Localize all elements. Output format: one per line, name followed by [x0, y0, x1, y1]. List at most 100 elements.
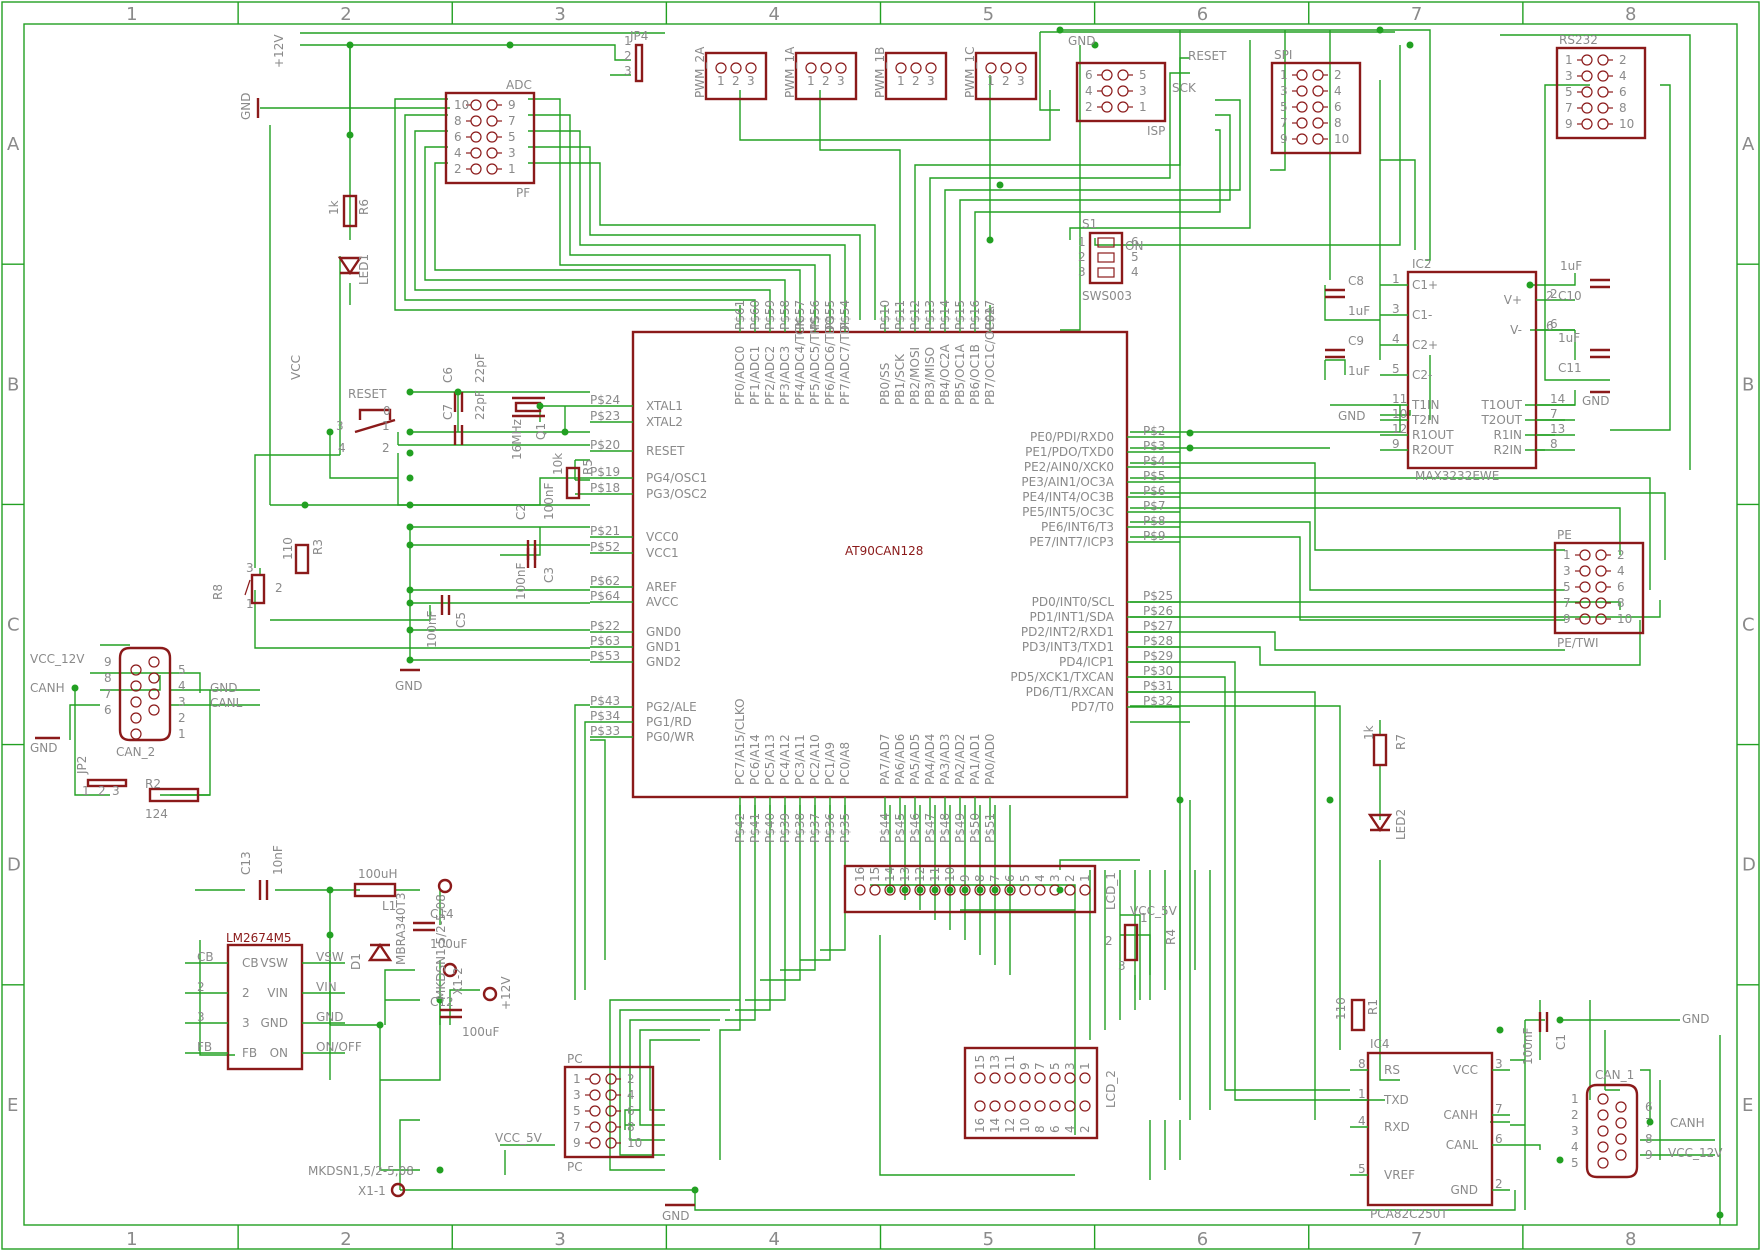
mcu-right-pad: P$28 — [1143, 634, 1173, 648]
rs232-pin-right: 10 — [1619, 117, 1634, 131]
spi-pin-right: 8 — [1334, 116, 1342, 130]
pca-right-pin-name: GND — [1450, 1183, 1478, 1197]
lm-outer-left: FB — [197, 1040, 212, 1054]
mcu-left-pin-name: VCC1 — [646, 546, 679, 560]
r1-label: R1 — [1366, 999, 1380, 1015]
rs232-pin-left: 7 — [1565, 101, 1573, 115]
c14-value: 100uF — [430, 937, 468, 951]
lcd2-label: LCD_2 — [1104, 1070, 1118, 1108]
mcu-right-pad: P$32 — [1143, 694, 1173, 708]
jp2-pin3: 3 — [112, 784, 120, 798]
c1-label: C1 — [1554, 1034, 1568, 1050]
mcu-bottom-pin-name: PA0/AD0 — [983, 734, 997, 785]
mcu-bottom-pin-name: PC6/A14 — [748, 734, 762, 785]
can2-label: CAN_2 — [116, 745, 155, 759]
c11-label: C11 — [1558, 361, 1582, 375]
max-right-pin-name: R2IN — [1494, 443, 1523, 457]
mcu-right-pad: P$27 — [1143, 619, 1173, 633]
pca-right-pin-num: 2 — [1495, 1177, 1503, 1191]
p12v-label: +12V — [499, 976, 513, 1010]
lm-inner-right: GND — [260, 1016, 288, 1030]
mcu-bottom-pin-name: PA2/AD2 — [953, 734, 967, 785]
lm-inner-right: ON — [270, 1046, 288, 1060]
mcu-left-pad: P$53 — [590, 649, 620, 663]
frame-row-label-right: A — [1742, 134, 1755, 155]
r7-value: 1k — [1362, 725, 1376, 740]
mcu-top-pad: P$61 — [733, 300, 747, 330]
frame-col-label-top: 8 — [1625, 4, 1636, 25]
mcu-left-pad: P$52 — [590, 540, 620, 554]
max-left-pin-num: 12 — [1392, 422, 1407, 436]
mcu-top-pad: P$60 — [748, 300, 762, 330]
frame-row-label-left: C — [7, 615, 20, 636]
jp4-pin2: 2 — [624, 49, 632, 63]
mcu-right-pad: P$30 — [1143, 664, 1173, 678]
adc-pin-right: 1 — [508, 162, 516, 176]
pc-pin-left: 1 — [573, 1072, 581, 1086]
mcu-right-pad: P$7 — [1143, 499, 1166, 513]
mcu-top-pin-name: PF7/ADC7/TDI — [838, 322, 852, 405]
frame-row-label-right: C — [1742, 615, 1755, 636]
pca-right-pin-num: 6 — [1495, 1132, 1503, 1146]
mcu-top-pad: P$11 — [893, 300, 907, 330]
mcu-right-pin-name: PE7/INT7/ICP3 — [1029, 535, 1114, 549]
r7-label: R7 — [1394, 734, 1408, 750]
mcu-top-pad: P$56 — [808, 300, 822, 330]
frame-col-label-bottom: 7 — [1411, 1229, 1422, 1250]
max-right-pin-num: 8 — [1550, 437, 1558, 451]
pca-left-pin-num: 1 — [1358, 1087, 1366, 1101]
jp2-pin1: 1 — [82, 784, 90, 798]
gnd-bottom: GND — [662, 1209, 690, 1223]
gnd-max: GND — [1582, 394, 1610, 408]
mkdsn-label-bottom: MKDSN1,5/2-5,08 — [308, 1164, 414, 1178]
pca-left-pin-name: RS — [1384, 1063, 1400, 1077]
frame-col-label-top: 2 — [340, 4, 351, 25]
r4-label: R4 — [1164, 929, 1178, 945]
lcd1-label: LCD_1 — [1104, 872, 1118, 910]
frame-col-label-top: 1 — [126, 4, 137, 25]
can1-pin-left: 3 — [1571, 1124, 1579, 1138]
c5-value: 100nF — [425, 610, 439, 648]
pc-pin-right: 4 — [627, 1088, 635, 1102]
frame-col-label-top: 6 — [1197, 4, 1208, 25]
pca-left-pin-num: 5 — [1358, 1162, 1366, 1176]
pca-right-pin-name: CANL — [1446, 1138, 1479, 1152]
can1-label: CAN_1 — [1595, 1068, 1634, 1082]
mcu-right-pin-name: PD6/T1/RXCAN — [1026, 685, 1114, 699]
lcd1-pin: 15 — [868, 867, 882, 882]
lcd1-pin: 4 — [1033, 874, 1047, 882]
adc-pin-right: 7 — [508, 114, 516, 128]
pe-pin-right: 2 — [1617, 548, 1625, 562]
lcd1-pin: 11 — [928, 867, 942, 882]
lm-outer-right: VSW — [316, 950, 344, 964]
can2-pin-right: 3 — [178, 695, 186, 709]
l1-label: L1 — [382, 899, 396, 913]
frame-col-label-top: 3 — [554, 4, 565, 25]
frame-col-label-bottom: 8 — [1625, 1229, 1636, 1250]
lcd2-pin-top: 3 — [1063, 1062, 1077, 1070]
c2-value: 100nF — [542, 482, 556, 520]
max-left-pin-name: R1OUT — [1412, 428, 1454, 442]
lm-name: LM2674M5 — [226, 931, 292, 945]
mcu-right-pad: P$8 — [1143, 514, 1166, 528]
mcu-left-pin-name: XTAL2 — [646, 415, 683, 429]
pwm-pin: 2 — [822, 74, 830, 88]
pe-label: PE — [1557, 528, 1572, 542]
s1-part: SWS003 — [1082, 289, 1132, 303]
mcu-left-pad: P$21 — [590, 524, 620, 538]
vcc12-left: VCC_12V — [30, 652, 85, 666]
frame-col-label-bottom: 2 — [340, 1229, 351, 1250]
mcu-top-pad: P$13 — [923, 300, 937, 330]
mcu-bottom-pin-name: PC7/A15/CLKO — [733, 698, 747, 785]
max-right-pin-num: 6 — [1550, 317, 1558, 331]
mcu-right-pin-name: PD7/T0 — [1071, 700, 1114, 714]
mcu-left-pin-name: PG3/OSC2 — [646, 487, 707, 501]
mcu-top-pad: P$59 — [763, 300, 777, 330]
can1-pin-left: 2 — [1571, 1108, 1579, 1122]
